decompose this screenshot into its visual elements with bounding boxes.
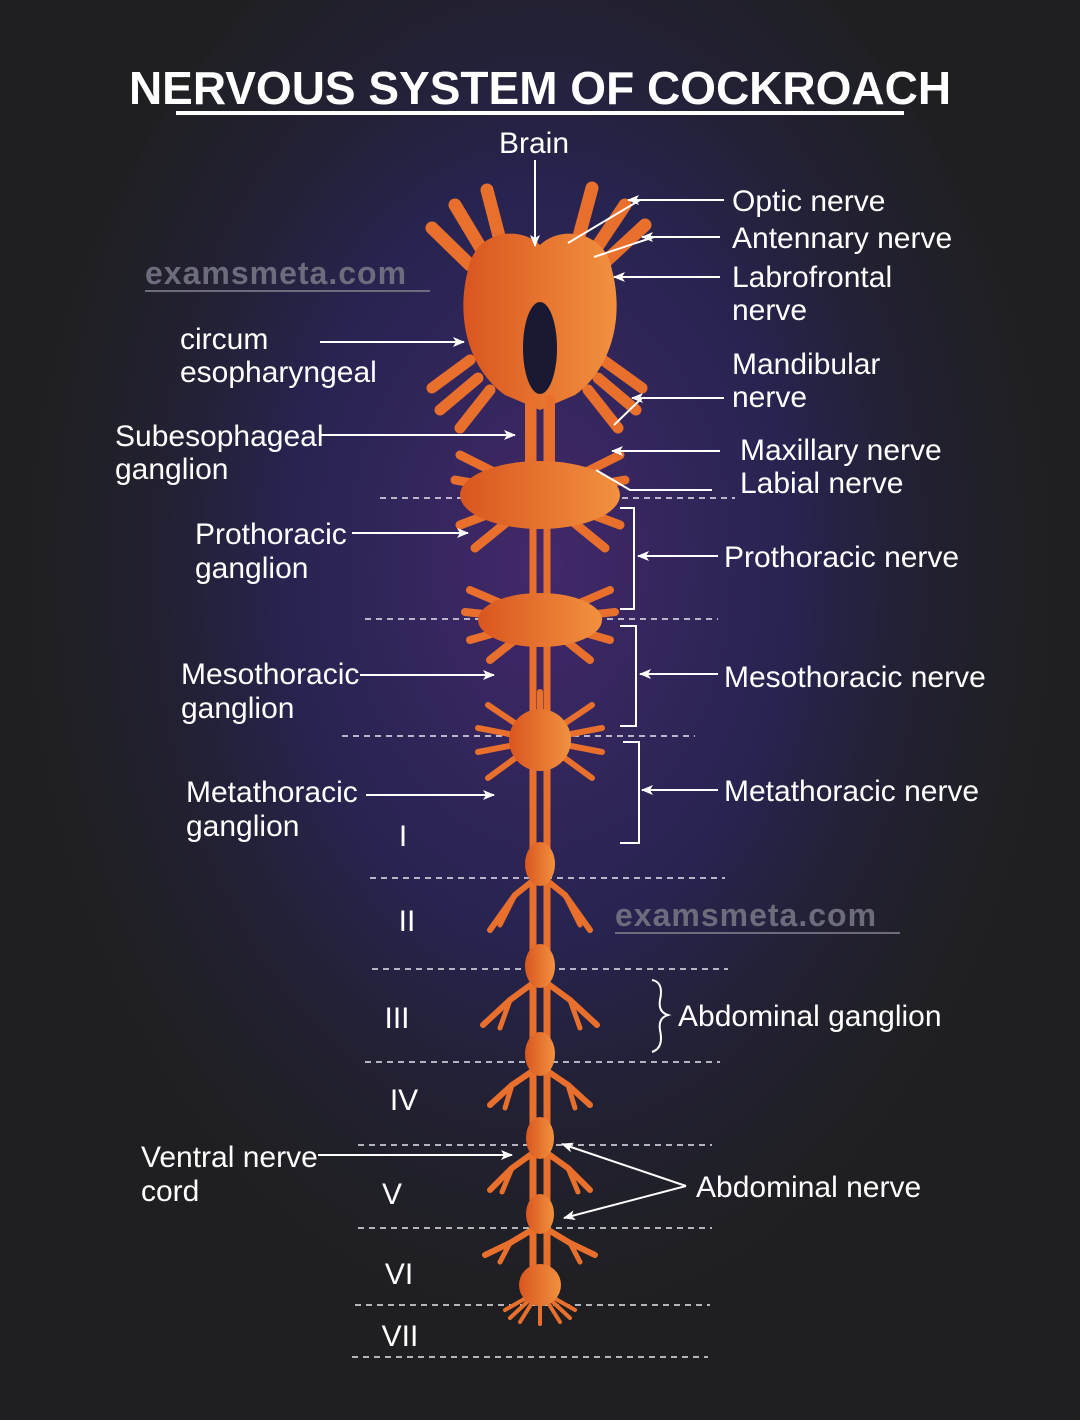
segment-label: IV <box>390 1084 418 1117</box>
watermark: examsmeta.com <box>615 897 877 933</box>
label-circum-esopharyngeal: circum <box>180 323 268 356</box>
label-labial-nerve: Labial nerve <box>740 467 903 500</box>
watermark: examsmeta.com <box>145 255 407 291</box>
segment-label: VII <box>382 1320 419 1353</box>
label-metathoracic-nerve: Metathoracic nerve <box>724 775 979 808</box>
segment-numerals: I II III IV V VI VII <box>382 820 419 1353</box>
segment-label: II <box>399 905 416 938</box>
label-maxillary-nerve: Maxillary nerve <box>740 434 942 467</box>
nerve-illustration <box>425 181 652 1326</box>
label-circum-esopharyngeal-line2: esopharyngeal <box>180 356 377 389</box>
label-ventral-nerve-cord: Ventral nerve <box>141 1141 318 1174</box>
label-metathoracic-ganglion-line2: ganglion <box>186 810 299 843</box>
abdominal-ganglion-4 <box>487 1117 593 1195</box>
abdominal-ganglion-2 <box>480 944 600 1031</box>
label-mandibular-nerve-line2: nerve <box>732 381 807 414</box>
label-mesothoracic-ganglion-line2: ganglion <box>181 692 294 725</box>
abdominal-ganglion-1 <box>487 842 593 933</box>
segment-label: VI <box>385 1258 413 1291</box>
label-prothoracic-ganglion: Prothoracic <box>195 518 347 551</box>
label-abdominal-ganglion: Abdominal ganglion <box>678 1000 942 1033</box>
label-mesothoracic-ganglion: Mesothoracic <box>181 658 359 691</box>
brain-opening <box>523 302 557 394</box>
segment-label: I <box>399 820 407 853</box>
label-arrows <box>318 160 724 1221</box>
abdominal-ganglion-3 <box>487 1032 593 1111</box>
label-mandibular-nerve: Mandibular <box>732 348 880 381</box>
label-prothoracic-ganglion-line2: ganglion <box>195 552 308 585</box>
label-ventral-nerve-cord-line2: cord <box>141 1175 199 1208</box>
brain-nerves <box>425 181 652 434</box>
prothoracic-ganglion-shape <box>460 461 620 529</box>
label-metathoracic-ganglion: Metathoracic <box>186 776 358 809</box>
segment-label: III <box>384 1002 409 1035</box>
label-labrofrontal-nerve-line2: nerve <box>732 294 807 327</box>
label-labrofrontal-nerve: Labrofrontal <box>732 261 892 294</box>
label-subesophageal-ganglion: Subesophageal <box>115 420 324 453</box>
terminal-abdominal-ganglion <box>503 1264 577 1326</box>
label-optic-nerve: Optic nerve <box>732 185 885 218</box>
label-abdominal-nerve: Abdominal nerve <box>696 1171 921 1204</box>
label-subesophageal-ganglion-line2: ganglion <box>115 453 228 486</box>
label-antennary-nerve: Antennary nerve <box>732 222 952 255</box>
labels: Brain Optic nerve Antennary nerve Labrof… <box>115 127 986 1208</box>
label-mesothoracic-nerve: Mesothoracic nerve <box>724 661 986 694</box>
abdominal-ganglion-5 <box>482 1194 598 1265</box>
metathoracic-ganglion-shape <box>509 709 571 771</box>
mesothoracic-ganglion-shape <box>478 593 602 647</box>
label-prothoracic-nerve: Prothoracic nerve <box>724 541 959 574</box>
segment-label: V <box>382 1178 402 1211</box>
label-brain: Brain <box>499 127 569 160</box>
page-title: NERVOUS SYSTEM OF COCKROACH <box>129 62 951 114</box>
